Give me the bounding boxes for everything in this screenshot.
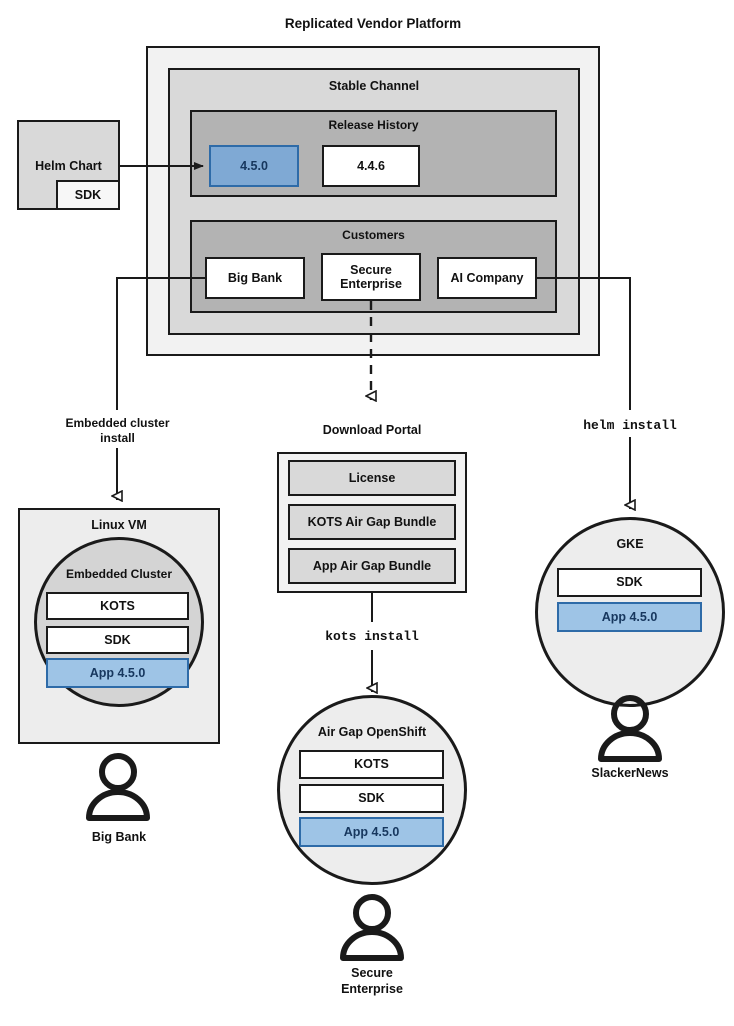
embedded-cluster-label: Embedded Cluster xyxy=(65,567,173,581)
target-gke-label: GKE xyxy=(616,537,644,551)
avatar-slackernews-icon xyxy=(598,695,662,762)
flow-label-embedded-cluster-install: Embedded cluster install xyxy=(65,416,170,445)
release-history-label: Release History xyxy=(328,118,419,132)
caption-secure-enterprise: Secure Enterprise xyxy=(341,966,403,996)
flow-label-helm-install: helm install xyxy=(583,418,677,433)
download-portal-item-kots-air-gap-bundle[interactable]: KOTS Air Gap Bundle xyxy=(288,504,456,540)
gke-component-app[interactable]: App 4.5.0 xyxy=(557,602,702,632)
openshift-component-sdk[interactable]: SDK xyxy=(299,784,444,813)
download-portal-item-license[interactable]: License xyxy=(288,460,456,496)
customers-label: Customers xyxy=(342,228,405,242)
avatar-big-bank-icon xyxy=(86,753,150,821)
customer-box-ai-company[interactable]: AI Company xyxy=(437,257,537,299)
caption-slackernews: SlackerNews xyxy=(591,766,669,780)
caption-big-bank: Big Bank xyxy=(91,830,147,844)
customer-box-big-bank[interactable]: Big Bank xyxy=(205,257,305,299)
avatar-secure-enterprise-icon xyxy=(340,894,404,961)
download-portal-label: Download Portal xyxy=(322,423,422,437)
target-air-gap-openshift-label: Air Gap OpenShift xyxy=(317,725,427,739)
helm-chart-label: Helm Chart xyxy=(35,159,102,173)
release-box-previous[interactable]: 4.4.6 xyxy=(322,145,420,187)
openshift-component-kots[interactable]: KOTS xyxy=(299,750,444,779)
download-portal-item-app-air-gap-bundle[interactable]: App Air Gap Bundle xyxy=(288,548,456,584)
stable-channel-label: Stable Channel xyxy=(328,79,420,93)
embedded-cluster-component-sdk[interactable]: SDK xyxy=(46,626,189,654)
embedded-cluster-component-kots[interactable]: KOTS xyxy=(46,592,189,620)
gke-component-sdk[interactable]: SDK xyxy=(557,568,702,597)
customer-box-secure-enterprise-label: Secure Enterprise xyxy=(340,262,402,291)
flow-label-kots-install: kots install xyxy=(325,629,419,644)
embedded-cluster-component-app[interactable]: App 4.5.0 xyxy=(46,658,189,688)
page-title: Replicated Vendor Platform xyxy=(284,16,462,31)
openshift-component-app[interactable]: App 4.5.0 xyxy=(299,817,444,847)
helm-chart-sdk-box[interactable]: SDK xyxy=(56,180,120,210)
release-box-current[interactable]: 4.5.0 xyxy=(209,145,299,187)
customer-box-secure-enterprise[interactable]: Secure Enterprise xyxy=(321,253,421,301)
target-linux-vm-label: Linux VM xyxy=(91,518,147,532)
